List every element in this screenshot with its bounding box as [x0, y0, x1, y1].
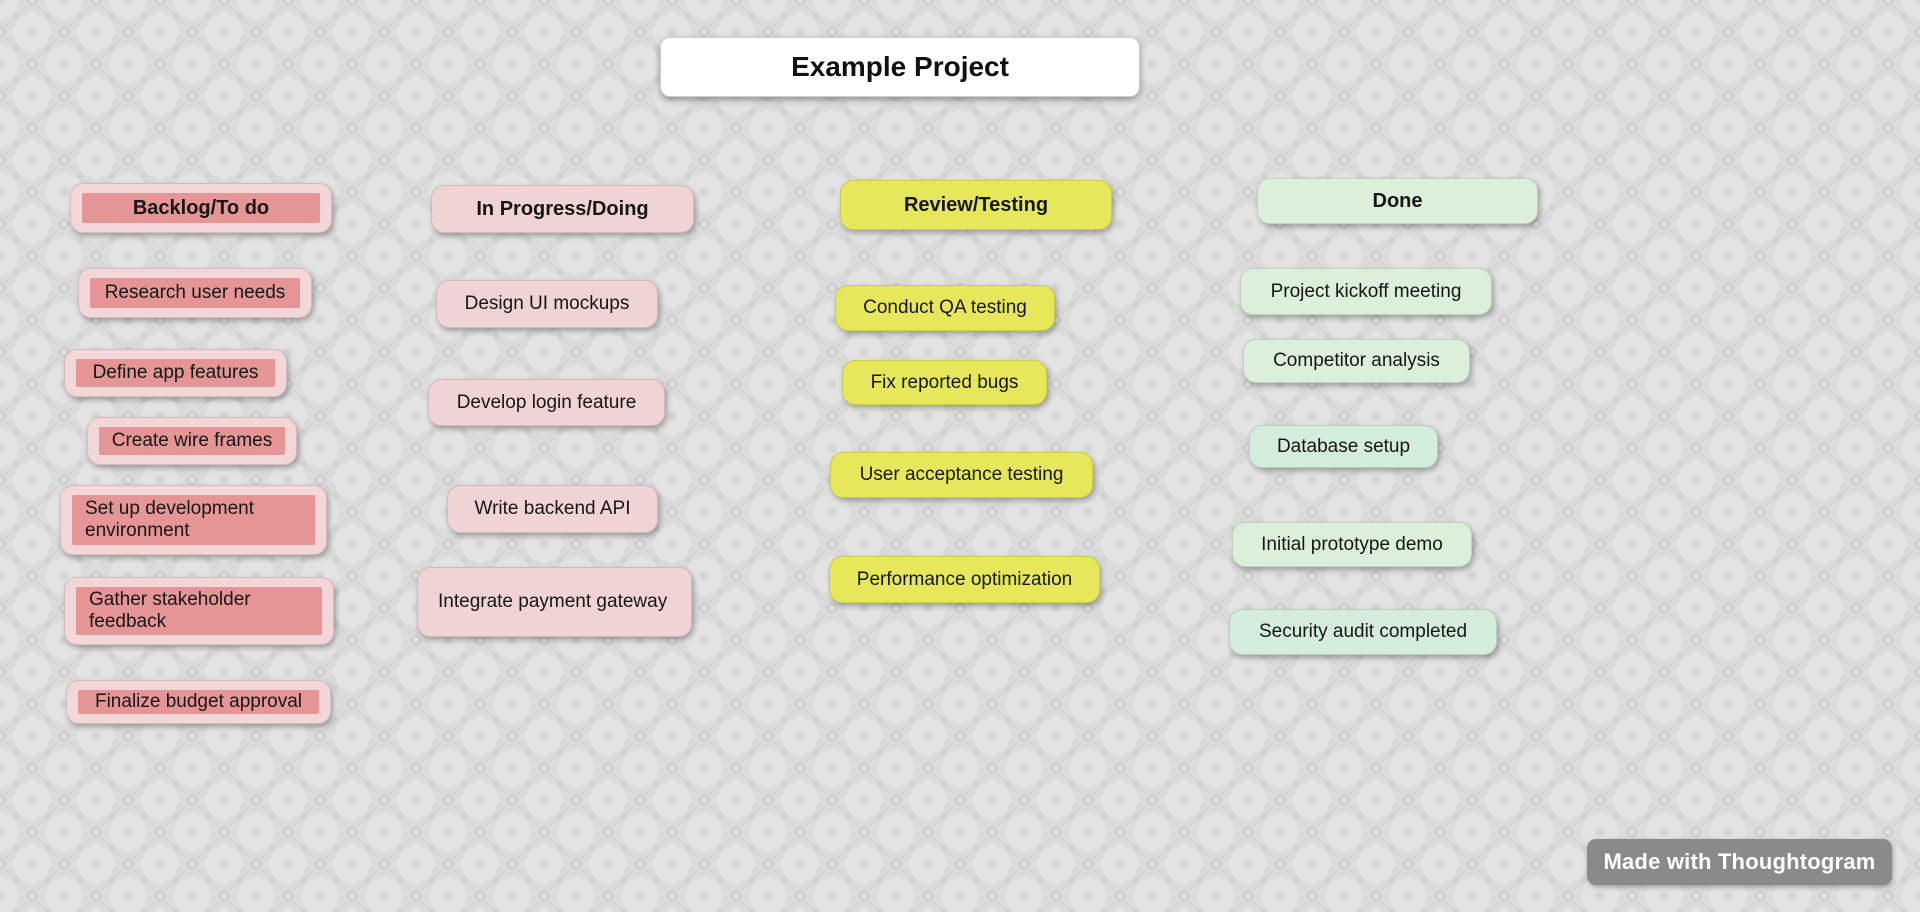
kanban-card[interactable]: Finalize budget approval	[66, 680, 331, 724]
kanban-card[interactable]: Research user needs	[78, 268, 312, 318]
kanban-card[interactable]: Security audit completed	[1229, 609, 1497, 655]
card-label: Competitor analysis	[1273, 350, 1440, 372]
column-header-label: Done	[1372, 189, 1423, 212]
kanban-card[interactable]: Design UI mockups	[436, 280, 658, 328]
card-label: Finalize budget approval	[78, 690, 319, 714]
kanban-card[interactable]: Gather stakeholder feedback	[64, 577, 334, 645]
card-label: Create wire frames	[99, 427, 285, 455]
kanban-card[interactable]: Write backend API	[447, 485, 658, 533]
card-label: Initial prototype demo	[1261, 533, 1443, 555]
card-label: Set up development environment	[72, 495, 315, 545]
card-label: User acceptance testing	[859, 464, 1064, 486]
kanban-card[interactable]: Competitor analysis	[1243, 339, 1470, 383]
column-header-label: In Progress/Doing	[476, 197, 649, 220]
kanban-card[interactable]: Fix reported bugs	[842, 360, 1047, 405]
kanban-card[interactable]: Performance optimization	[829, 556, 1100, 603]
card-label: Integrate payment gateway	[438, 591, 668, 613]
kanban-card[interactable]: Project kickoff meeting	[1240, 268, 1492, 315]
card-label: Write backend API	[474, 498, 631, 520]
kanban-card[interactable]: Database setup	[1249, 425, 1438, 468]
card-label: Design UI mockups	[464, 293, 630, 315]
column-header-in-progress[interactable]: In Progress/Doing	[431, 185, 694, 233]
card-label: Project kickoff meeting	[1270, 280, 1462, 302]
column-header-label: Backlog/To do	[82, 193, 320, 223]
made-with-thoughtogram-badge[interactable]: Made with Thoughtogram	[1587, 839, 1892, 885]
card-label: Develop login feature	[456, 391, 637, 413]
card-label: Research user needs	[90, 278, 300, 308]
kanban-card[interactable]: User acceptance testing	[830, 452, 1093, 498]
board-title[interactable]: Example Project	[660, 37, 1140, 97]
column-header-backlog[interactable]: Backlog/To do	[70, 183, 332, 233]
kanban-card[interactable]: Develop login feature	[428, 379, 665, 426]
card-label: Define app features	[76, 359, 275, 387]
board-title-label: Example Project	[791, 51, 1009, 82]
card-label: Gather stakeholder feedback	[76, 587, 322, 635]
card-label: Fix reported bugs	[870, 371, 1019, 393]
card-label: Security audit completed	[1258, 621, 1468, 643]
kanban-card[interactable]: Set up development environment	[60, 485, 327, 555]
column-header-review[interactable]: Review/Testing	[840, 180, 1112, 230]
kanban-card[interactable]: Create wire frames	[87, 417, 297, 465]
column-header-label: Review/Testing	[903, 193, 1049, 216]
kanban-card[interactable]: Initial prototype demo	[1232, 522, 1472, 567]
card-label: Database setup	[1276, 435, 1411, 457]
card-label: Performance optimization	[856, 568, 1073, 590]
column-header-done[interactable]: Done	[1257, 178, 1538, 224]
kanban-card[interactable]: Integrate payment gateway	[417, 567, 692, 637]
card-label: Conduct QA testing	[863, 297, 1027, 319]
kanban-card[interactable]: Define app features	[64, 349, 287, 397]
kanban-card[interactable]: Conduct QA testing	[835, 285, 1055, 331]
